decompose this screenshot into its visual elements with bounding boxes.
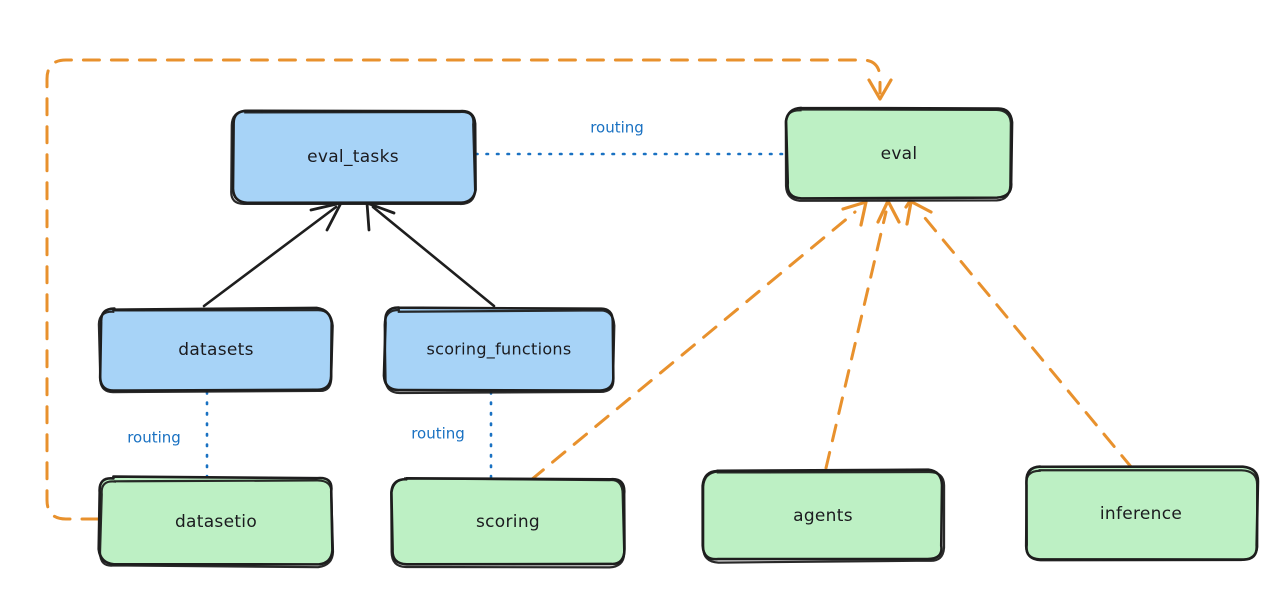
- edge-label-routing-datasets-datasetio: routing: [127, 429, 181, 447]
- edge-datasetio-eval[interactable]: [45, 58, 893, 521]
- node-label: agents: [793, 506, 853, 526]
- nodes-layer: eval_tasks eval datasets scoring_functionsd…: [97, 106, 1260, 569]
- node-shape-sketch-pass: [390, 477, 626, 569]
- inheritance-edges: [202, 201, 496, 308]
- node-datasetio[interactable]: datasetio: [97, 475, 335, 569]
- edge-scoring-eval[interactable]: [529, 200, 868, 482]
- node-label: eval_tasks: [307, 147, 399, 167]
- node-label: datasets: [178, 340, 254, 360]
- edge-agents-eval[interactable]: [824, 199, 901, 470]
- node-datasets[interactable]: datasets: [97, 306, 334, 394]
- edge-label-routing-scoringfunctions-scoring: routing: [411, 425, 465, 443]
- node-shape-sketch-pass: [97, 309, 334, 394]
- routing-edges: [205, 152, 788, 479]
- node-label: inference: [1100, 504, 1182, 524]
- node-label: datasetio: [175, 512, 257, 532]
- node-label: scoring: [476, 512, 540, 532]
- node-shape-sketch-pass: [230, 109, 477, 206]
- node-label: scoring_functions: [426, 340, 571, 360]
- node-shape-sketch-pass: [98, 479, 335, 569]
- node-shape-sketch-pass: [383, 308, 616, 395]
- edge-label-routing-evaltasks-eval: routing: [590, 119, 644, 137]
- node-label: eval: [881, 144, 918, 164]
- node-inference[interactable]: inference: [1024, 465, 1260, 562]
- node-scoring[interactable]: scoring: [390, 477, 626, 569]
- node-agents[interactable]: agents: [701, 468, 946, 564]
- node-eval[interactable]: eval: [784, 106, 1014, 202]
- edge-scoringfunctions-evaltasks[interactable]: [365, 201, 496, 308]
- edge-datasets-evaltasks[interactable]: [202, 201, 343, 308]
- node-shape-sketch-pass: [784, 108, 1012, 202]
- node-shape-sketch-pass: [1024, 469, 1259, 562]
- node-eval_tasks[interactable]: eval_tasks: [230, 109, 477, 206]
- edge-labels-layer: routing routing routing: [127, 119, 644, 447]
- node-scoring_functions[interactable]: scoring_functions: [382, 306, 616, 395]
- node-shape: [97, 475, 334, 566]
- edge-inference-eval[interactable]: [904, 199, 1134, 470]
- node-shape-sketch-pass: [702, 470, 946, 564]
